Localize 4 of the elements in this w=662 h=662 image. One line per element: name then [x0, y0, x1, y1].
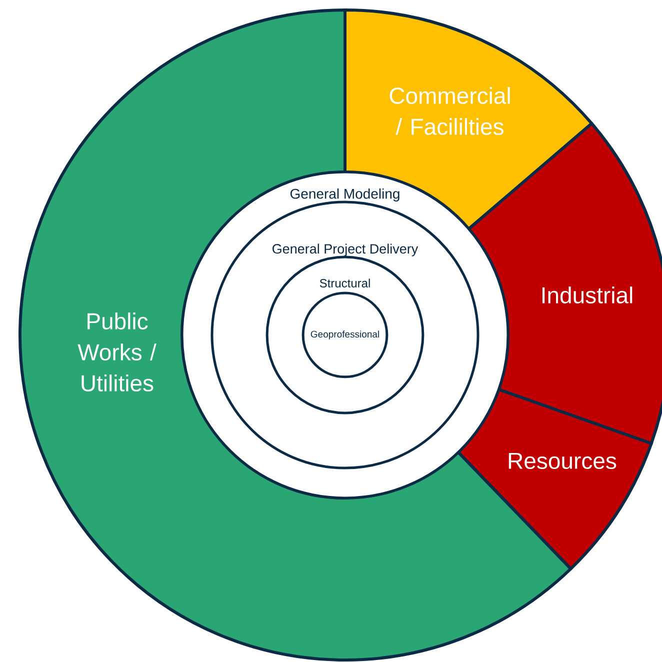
donut-segment: Resources [456, 388, 653, 570]
ring-label: General Project Delivery [272, 244, 418, 256]
ring-label: Structural [320, 278, 370, 288]
ring-label: Geoprofessional [310, 330, 379, 340]
